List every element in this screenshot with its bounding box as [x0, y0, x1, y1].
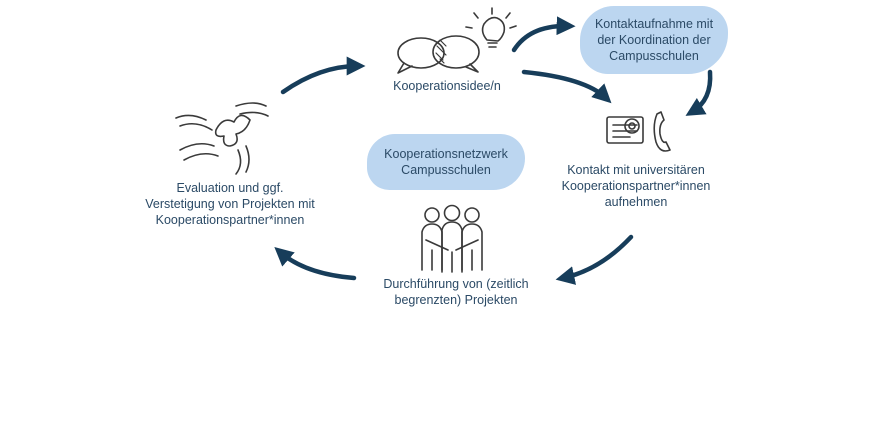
hands-puzzle-icon	[175, 102, 269, 175]
node-contact-partners-label: Kontakt mit universitären Kooperationspa…	[561, 163, 711, 209]
node-idea-label: Kooperationsidee/n	[393, 79, 501, 93]
arrow-idea-to-coordination	[511, 16, 576, 53]
team-people-icon	[421, 204, 483, 273]
speech-bubbles-lightbulb-icon	[397, 7, 517, 74]
arrow-coordination-to-contact	[685, 69, 713, 116]
bubble-network: Kooperationsnetzwerk Campusschulen	[367, 134, 525, 190]
arrow-evaluation-to-idea	[280, 56, 366, 95]
node-execution-label: Durchführung von (zeitlich begrenzten) P…	[383, 277, 529, 307]
arrow-execution-to-evaluation	[274, 247, 357, 281]
bubble-contact-coordination: Kontaktaufnahme mit der Koordination der…	[580, 6, 728, 74]
email-phone-icon	[606, 111, 671, 152]
arrow-idea-to-contact	[521, 69, 612, 104]
arrow-contact-to-execution	[555, 234, 634, 285]
node-evaluation-label: Evaluation und ggf. Verstetigung von Pro…	[145, 181, 315, 227]
